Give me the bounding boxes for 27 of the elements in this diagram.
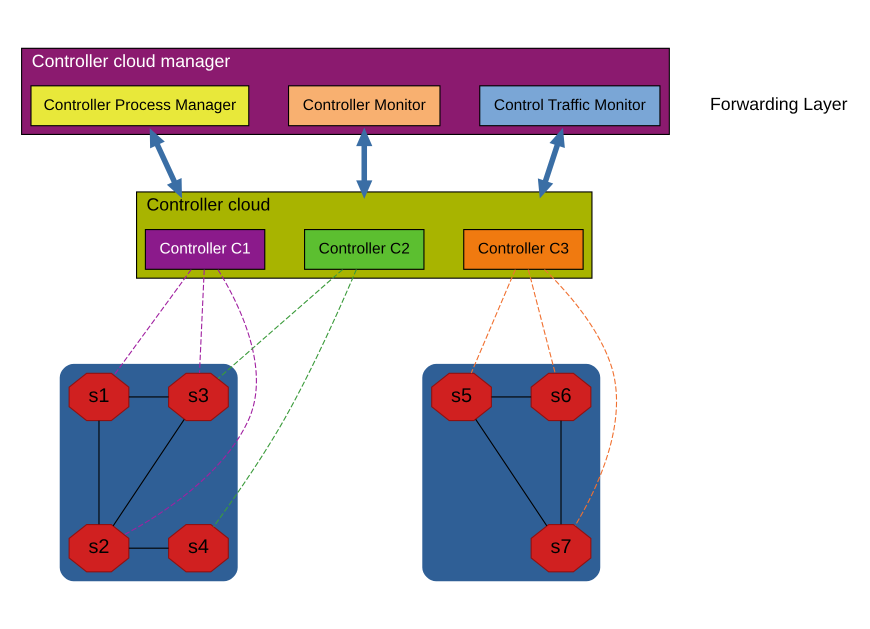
cluster	[60, 364, 238, 582]
connector	[213, 269, 357, 527]
connector	[528, 269, 556, 374]
connector	[560, 420, 562, 524]
connector	[112, 419, 185, 526]
cluster	[422, 364, 600, 582]
arrow	[150, 128, 182, 198]
node-box: Controller C3	[463, 228, 584, 270]
arrow	[356, 128, 372, 199]
arrow	[538, 128, 565, 198]
connector	[544, 269, 617, 526]
connector	[114, 269, 192, 376]
connector	[475, 419, 548, 526]
connector	[128, 396, 169, 398]
node-box: Controller C2	[304, 228, 424, 270]
connector	[491, 396, 532, 398]
connector	[124, 269, 257, 536]
connector	[218, 269, 343, 380]
node-box: Control Traffic Monitor	[479, 85, 660, 126]
connector	[128, 548, 169, 549]
label: Forwarding Layer	[710, 94, 848, 114]
connector	[470, 269, 516, 374]
node-box: Controller C1	[144, 228, 266, 270]
connector	[198, 270, 205, 374]
node-box: Controller Process Manager	[30, 85, 250, 126]
connector	[98, 420, 100, 524]
node-box: Controller Monitor	[288, 85, 441, 126]
